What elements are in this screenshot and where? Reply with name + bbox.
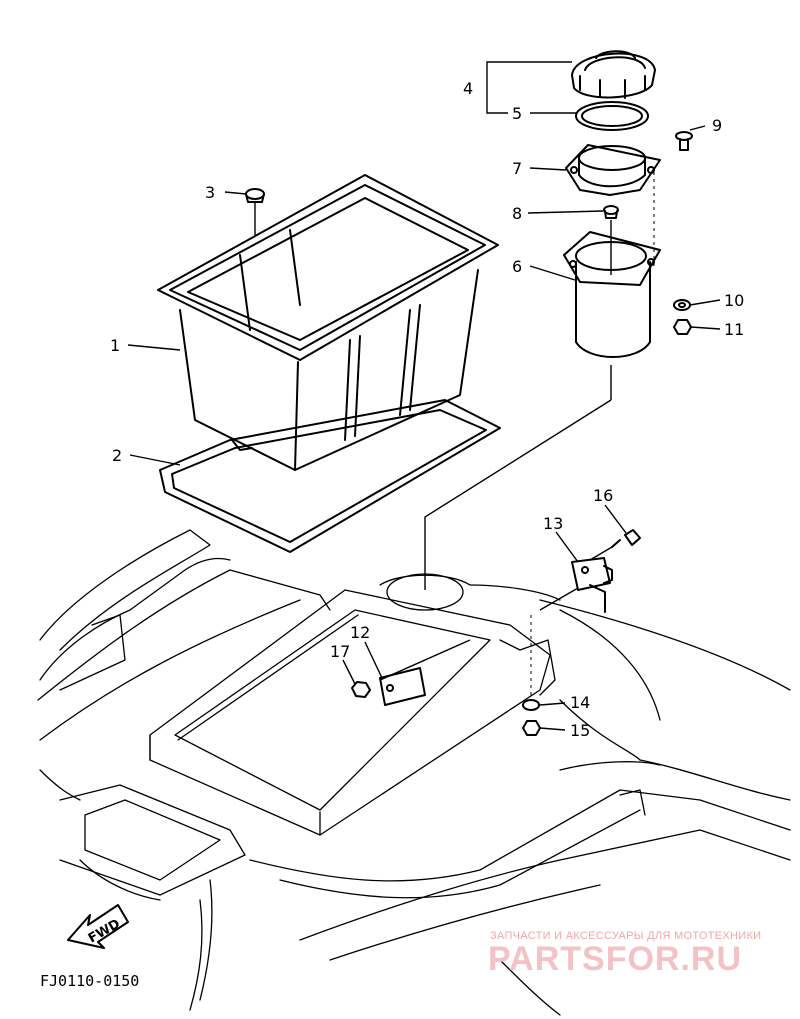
callout-16: 16 <box>593 486 613 505</box>
washer-part-10 <box>673 299 691 311</box>
callout-7: 7 <box>512 159 522 178</box>
callout-2: 2 <box>112 446 122 465</box>
callout-6: 6 <box>512 257 522 276</box>
leader-lines <box>127 61 721 731</box>
callout-14: 14 <box>570 693 590 712</box>
bracket-part-13 <box>539 557 613 613</box>
callout-8: 8 <box>512 204 522 223</box>
callout-5: 5 <box>512 104 522 123</box>
callout-17: 17 <box>330 642 350 661</box>
callout-3: 3 <box>205 183 215 202</box>
storage-box-part-1 <box>157 174 499 471</box>
callout-4: 4 <box>463 79 473 98</box>
gasket-part-2 <box>159 399 501 553</box>
callout-13: 13 <box>543 514 563 533</box>
callout-12: 12 <box>350 623 370 642</box>
fwd-label: FWD <box>86 916 123 946</box>
callout-11: 11 <box>724 320 744 339</box>
plug-part-3 <box>245 188 265 235</box>
stay-part-12 <box>379 639 471 706</box>
callout-numbers: 1 2 3 4 5 6 7 8 9 10 11 12 13 14 15 16 1… <box>110 79 744 740</box>
callout-10: 10 <box>724 291 744 310</box>
nut-part-15 <box>522 720 541 736</box>
filler-tube-part-6 <box>424 231 661 590</box>
bolt-part-16 <box>589 529 641 561</box>
callout-9: 9 <box>712 116 722 135</box>
watermark: ЗАПЧАСТИ И АКСЕССУАРЫ ДЛЯ МОТОТЕХНИКИ PA… <box>488 930 761 978</box>
watermark-brand: PARTSFOR.RU <box>488 940 742 978</box>
nut-part-11 <box>673 319 692 335</box>
fwd-arrow-icon: FWD <box>67 904 129 949</box>
callout-1: 1 <box>110 336 120 355</box>
watermark-tagline: ЗАПЧАСТИ И АКСЕССУАРЫ ДЛЯ МОТОТЕХНИКИ <box>490 930 761 942</box>
callout-15: 15 <box>570 721 590 740</box>
nut-part-17 <box>351 681 371 698</box>
plug-part-8 <box>603 205 619 275</box>
filler-cap-part-4 <box>571 50 656 99</box>
screw-part-9 <box>653 131 693 270</box>
hull-deck <box>37 529 791 1016</box>
o-ring-part-5 <box>575 101 649 131</box>
washer-part-14 <box>522 699 540 711</box>
diagram-code: FJ0110-0150 <box>40 972 139 990</box>
filler-flange-part-7 <box>565 144 661 196</box>
